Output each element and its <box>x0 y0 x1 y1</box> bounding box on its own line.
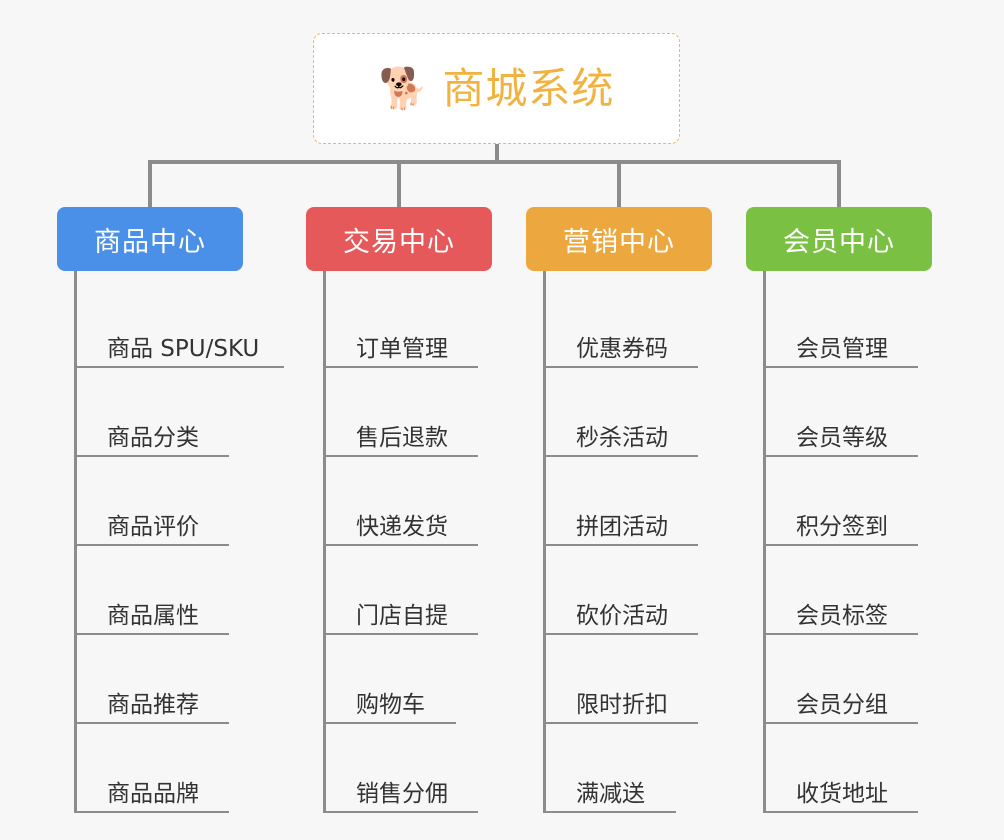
leaf-item[interactable]: 会员分组 <box>766 635 932 724</box>
leaf-item[interactable]: 门店自提 <box>326 546 492 635</box>
leaf-item-underline <box>766 811 918 813</box>
leaf-item[interactable]: 会员标签 <box>766 546 932 635</box>
leaf-item-underline <box>77 722 229 724</box>
leaf-item-underline <box>326 544 478 546</box>
leaf-item-underline <box>766 633 918 635</box>
leaf-item-label: 优惠券码 <box>576 335 668 362</box>
leaf-item-label: 门店自提 <box>356 602 448 629</box>
leaf-item[interactable]: 会员管理 <box>766 279 932 368</box>
leaf-item-underline <box>766 544 918 546</box>
leaf-item-underline <box>326 455 478 457</box>
leaf-item-label: 快递发货 <box>356 513 448 540</box>
leaf-item-label: 砍价活动 <box>576 602 668 629</box>
leaf-item[interactable]: 商品推荐 <box>77 635 243 724</box>
leaf-item-label: 商品品牌 <box>107 780 199 807</box>
category-header-label: 商品中心 <box>94 226 206 258</box>
leaf-item-underline <box>77 811 229 813</box>
category-header-trade-center[interactable]: 交易中心 <box>306 207 492 271</box>
leaf-item-label: 会员标签 <box>796 602 888 629</box>
leaf-item-underline <box>546 455 698 457</box>
leaf-item-label: 销售分佣 <box>356 780 448 807</box>
leaf-item-underline <box>766 722 918 724</box>
leaf-list-product-center: 商品 SPU/SKU 商品分类商品评价商品属性商品推荐商品品牌 <box>74 271 284 813</box>
leaf-item-label: 售后退款 <box>356 424 448 451</box>
leaf-item[interactable]: 会员等级 <box>766 368 932 457</box>
leaf-item-label: 订单管理 <box>356 335 448 362</box>
leaf-list-trade-center: 订单管理售后退款快递发货门店自提购物车销售分佣 <box>323 271 492 813</box>
leaf-item[interactable]: 销售分佣 <box>326 724 492 813</box>
connector-horizontal-bus <box>149 160 839 164</box>
leaf-item-label: 会员等级 <box>796 424 888 451</box>
column-marketing-center: 营销中心优惠券码秒杀活动拼团活动砍价活动限时折扣满减送 <box>526 207 712 813</box>
leaf-item-label: 满减送 <box>576 780 645 807</box>
leaf-item[interactable]: 商品评价 <box>77 457 243 546</box>
leaf-item-underline <box>546 722 698 724</box>
leaf-item-label: 收货地址 <box>796 780 888 807</box>
leaf-item-underline <box>77 455 229 457</box>
leaf-item[interactable]: 限时折扣 <box>546 635 712 724</box>
category-header-marketing-center[interactable]: 营销中心 <box>526 207 712 271</box>
connector-drop-trade-center <box>397 160 401 207</box>
leaf-item[interactable]: 商品 SPU/SKU <box>77 279 284 368</box>
leaf-item-underline <box>326 633 478 635</box>
category-header-member-center[interactable]: 会员中心 <box>746 207 932 271</box>
leaf-item-underline <box>77 366 284 368</box>
category-header-product-center[interactable]: 商品中心 <box>57 207 243 271</box>
leaf-item-underline <box>326 722 456 724</box>
leaf-item-label: 商品推荐 <box>107 691 199 718</box>
category-header-label: 营销中心 <box>563 226 675 258</box>
leaf-item-underline <box>326 366 478 368</box>
leaf-item-underline <box>546 544 698 546</box>
leaf-item[interactable]: 快递发货 <box>326 457 492 546</box>
leaf-item[interactable]: 优惠券码 <box>546 279 712 368</box>
connector-root-stem <box>495 144 499 164</box>
leaf-item[interactable]: 秒杀活动 <box>546 368 712 457</box>
leaf-item-underline <box>766 455 918 457</box>
leaf-item-label: 商品属性 <box>107 602 199 629</box>
leaf-item-label: 会员管理 <box>796 335 888 362</box>
leaf-item-underline <box>766 366 918 368</box>
root-node-mall-system[interactable]: 🐕 商城系统 <box>313 33 680 144</box>
leaf-item[interactable]: 积分签到 <box>766 457 932 546</box>
leaf-item[interactable]: 收货地址 <box>766 724 932 813</box>
leaf-item[interactable]: 拼团活动 <box>546 457 712 546</box>
connector-drop-product-center <box>148 160 152 207</box>
root-node-title: 商城系统 <box>442 63 615 113</box>
leaf-item-label: 商品分类 <box>107 424 199 451</box>
category-header-label: 会员中心 <box>783 226 895 258</box>
leaf-item-underline <box>546 633 698 635</box>
leaf-item-underline <box>77 633 229 635</box>
leaf-list-member-center: 会员管理会员等级积分签到会员标签会员分组收货地址 <box>763 271 932 813</box>
leaf-item-label: 商品 SPU/SKU <box>107 335 260 362</box>
column-product-center: 商品中心商品 SPU/SKU 商品分类商品评价商品属性商品推荐商品品牌 <box>57 207 284 813</box>
leaf-item[interactable]: 商品分类 <box>77 368 243 457</box>
leaf-item-label: 拼团活动 <box>576 513 668 540</box>
leaf-item[interactable]: 商品属性 <box>77 546 243 635</box>
connector-drop-member-center <box>837 160 841 207</box>
leaf-item-underline <box>326 811 478 813</box>
leaf-item-label: 商品评价 <box>107 513 199 540</box>
leaf-item[interactable]: 满减送 <box>546 724 712 813</box>
connector-drop-marketing-center <box>617 160 621 207</box>
leaf-item[interactable]: 砍价活动 <box>546 546 712 635</box>
leaf-item-label: 限时折扣 <box>576 691 668 718</box>
column-member-center: 会员中心会员管理会员等级积分签到会员标签会员分组收货地址 <box>746 207 932 813</box>
leaf-item[interactable]: 售后退款 <box>326 368 492 457</box>
leaf-item-underline <box>546 811 676 813</box>
leaf-item-label: 积分签到 <box>796 513 888 540</box>
leaf-item-label: 秒杀活动 <box>576 424 668 451</box>
column-trade-center: 交易中心订单管理售后退款快递发货门店自提购物车销售分佣 <box>306 207 492 813</box>
leaf-item[interactable]: 商品品牌 <box>77 724 243 813</box>
leaf-item-underline <box>546 366 698 368</box>
shiba-dog-face-icon: 🐕 <box>378 65 429 112</box>
leaf-list-marketing-center: 优惠券码秒杀活动拼团活动砍价活动限时折扣满减送 <box>543 271 712 813</box>
leaf-item-underline <box>77 544 229 546</box>
leaf-item-label: 会员分组 <box>796 691 888 718</box>
leaf-item[interactable]: 订单管理 <box>326 279 492 368</box>
leaf-item[interactable]: 购物车 <box>326 635 492 724</box>
leaf-item-label: 购物车 <box>356 691 425 718</box>
category-header-label: 交易中心 <box>343 226 455 258</box>
